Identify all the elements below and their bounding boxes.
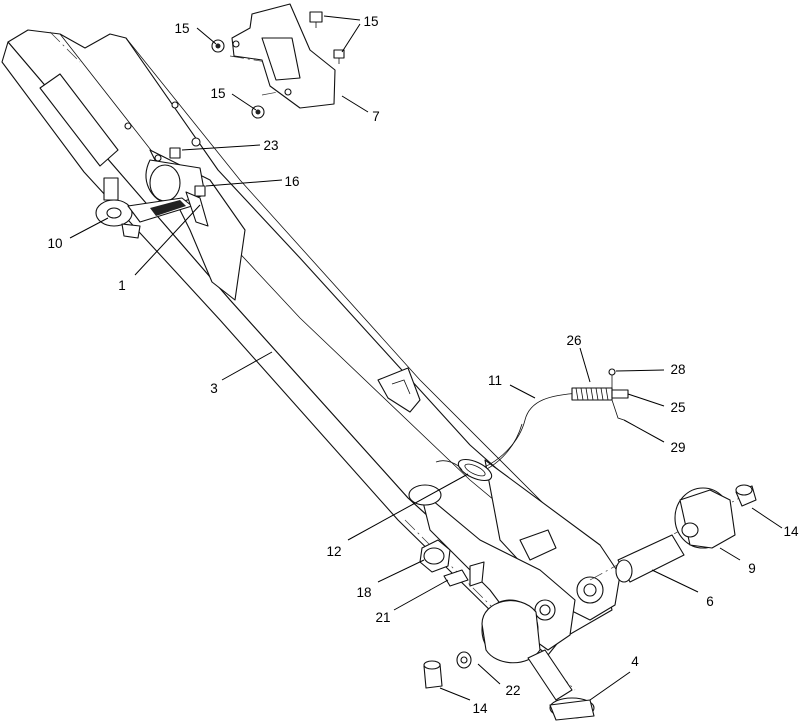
lever-part-10: [95, 177, 193, 239]
callout-15-top-left: 15: [174, 21, 189, 36]
callout-29: 29: [670, 440, 685, 455]
callout-23: 23: [263, 138, 278, 153]
pins-16-23: [169, 147, 209, 227]
callout-4: 4: [631, 654, 639, 669]
callout-9: 9: [748, 561, 756, 576]
callout-15-mid: 15: [210, 86, 225, 101]
callout-3: 3: [210, 381, 218, 396]
lower-parts: [419, 539, 595, 721]
callout-21: 21: [375, 610, 390, 625]
callout-11: 11: [488, 373, 502, 388]
callout-10: 10: [47, 236, 62, 251]
callout-25: 25: [670, 400, 685, 415]
callout-14-right: 14: [783, 524, 799, 539]
callout-28: 28: [670, 362, 685, 377]
callout-7: 7: [372, 109, 380, 124]
callout-1: 1: [118, 278, 126, 293]
callout-26: 26: [566, 333, 581, 348]
callout-12: 12: [326, 544, 341, 559]
bracket-part-7: [231, 3, 336, 109]
callout-6: 6: [706, 594, 714, 609]
main-arm: [1, 29, 621, 656]
callout-22: 22: [505, 683, 520, 698]
callout-14-bottom: 14: [472, 701, 488, 716]
axle-wheel-right: [615, 484, 757, 583]
leader-lines: [69, 15, 783, 701]
callout-labels: 1 3 4 6 7 9 10 11 12 14 14 15 15 15 16 1…: [47, 14, 799, 716]
callout-18: 18: [356, 585, 371, 600]
cable-assembly: [435, 368, 629, 482]
callout-15-top-right: 15: [363, 14, 378, 29]
callout-16: 16: [284, 174, 299, 189]
